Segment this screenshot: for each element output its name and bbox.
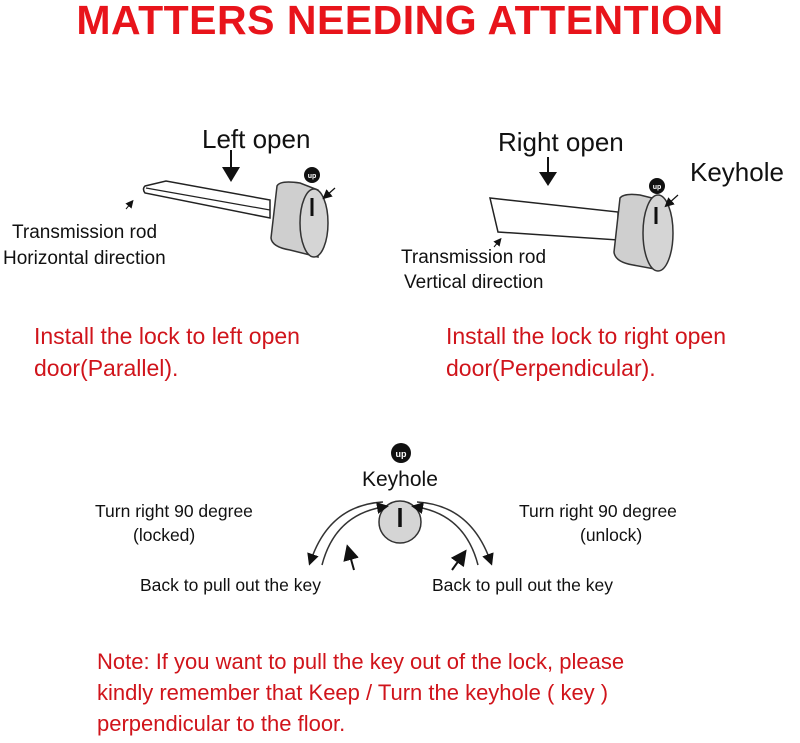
right-caption: Install the lock to right open door(Perp… (446, 320, 796, 384)
transmission-rod (489, 197, 619, 241)
right-turn-label: Turn right 90 degree (519, 501, 677, 521)
right-caption-line: Install the lock to right open (446, 323, 726, 349)
left-rod-direction: Horizontal direction (3, 248, 166, 269)
left-caption-line: Install the lock to left open (34, 323, 300, 349)
keyhole-label: Keyhole (690, 157, 784, 187)
note-line: perpendicular to the floor. (97, 711, 346, 736)
right-open-heading: Right open (498, 127, 624, 157)
note-line: kindly remember that Keep / Turn the key… (97, 680, 609, 705)
right-lock-drawing (489, 157, 679, 272)
note: Note: If you want to pull the key out of… (97, 646, 624, 739)
keyhole-center-label: Keyhole (362, 468, 438, 491)
right-back-label: Back to pull out the key (432, 575, 613, 595)
up-badge-icon: up (391, 443, 411, 463)
svg-text:up: up (653, 184, 662, 191)
transmission-rod (142, 180, 271, 219)
left-lock-drawing (125, 150, 336, 258)
keyhole-drawing (307, 500, 494, 571)
up-badge-icon: up (304, 167, 320, 183)
left-turn-state: (locked) (133, 525, 196, 545)
left-rod-label: Transmission rod (12, 222, 158, 243)
svg-text:up: up (396, 449, 407, 459)
left-caption-line: door(Parallel). (34, 355, 179, 381)
left-turn-label: Turn right 90 degree (95, 501, 253, 521)
svg-text:up: up (308, 173, 317, 180)
left-caption: Install the lock to left open door(Paral… (34, 320, 414, 384)
right-rod-label: Transmission rod (401, 247, 547, 268)
right-caption-line: door(Perpendicular). (446, 355, 656, 381)
right-rod-direction: Vertical direction (404, 272, 544, 293)
note-line: Note: If you want to pull the key out of… (97, 649, 625, 674)
page-title: MATTERS NEEDING ATTENTION (76, 0, 724, 43)
left-back-label: Back to pull out the key (140, 575, 321, 595)
right-turn-state: (unlock) (580, 525, 643, 545)
up-badge-icon: up (649, 178, 665, 194)
left-open-heading: Left open (202, 124, 311, 154)
